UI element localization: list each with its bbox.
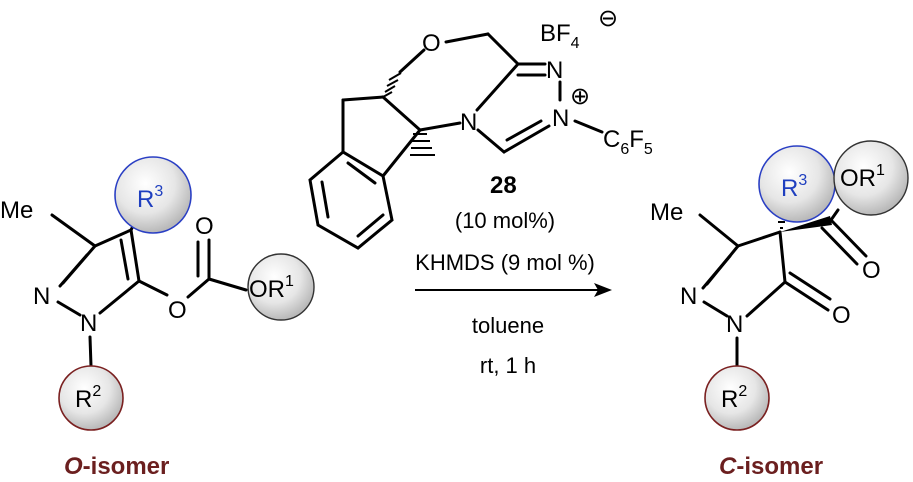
or1-group-sphere [834,141,908,215]
ring-carbonyl-oxygen-label: O [832,302,851,329]
catalyst-number: 28 [490,172,517,199]
methyl-label: Me [0,197,33,224]
positive-charge: ⊕ [570,83,590,110]
r3-label: R3 [781,172,807,202]
temperature-time-condition: rt, 1 h [480,353,536,378]
n1-label: N [726,311,743,338]
r2-group-ring [58,365,124,431]
catalyst-28-structure: O N N N ⊕ C6F5 BF4 ⊖ 28 [308,5,653,250]
ester-carbonyl-oxygen-label: O [862,257,881,284]
r2-group-ring [704,365,770,431]
catalyst-loading: (10 mol%) [455,208,555,233]
or1-group-sphere [248,254,314,320]
ring-oxygen-label: O [422,30,441,57]
hashed-bond-bottom [410,133,435,156]
o-isomer-caption: O-isomer [64,453,169,480]
methyl-label: Me [650,199,683,226]
c6f5-label: C6F5 [603,126,653,158]
r2-label: R2 [721,383,747,413]
base-condition: KHMDS (9 mol %) [415,250,595,275]
triazole-n-plus-label: N [552,105,569,132]
carbonyl-oxygen-label: O [195,213,214,240]
or1-group-ring [833,140,909,216]
o-isomer-structure: Me N N O O R3 R2 [0,156,315,480]
or1-label: OR1 [840,162,885,192]
r3-group-sphere [115,157,191,233]
hashed-bond-top [382,72,402,98]
reaction-arrow-head [594,283,612,297]
r2-group-sphere [59,366,123,430]
or1-group-ring [247,253,315,321]
c-isomer-caption: C-isomer [719,453,823,480]
reaction-conditions: (10 mol%) KHMDS (9 mol %) toluene rt, 1 … [415,208,612,378]
ester-oxygen-label: O [168,297,187,324]
n2-label: N [680,283,697,310]
bridge-n-label: N [460,109,477,136]
or1-label: OR1 [249,273,294,303]
r2-group-sphere [705,366,769,430]
n1-label: N [80,310,97,337]
triazole-n1-label: N [546,57,563,84]
r3-group-ring [114,156,192,234]
wedge-bond-carbonyl [780,216,832,232]
n2-label: N [33,283,50,310]
c-isomer-structure: Me N N O O [650,140,909,480]
negative-charge: ⊖ [598,5,618,32]
r3-label: R3 [137,183,163,213]
r2-label: R2 [75,383,101,413]
r3-group-sphere [759,146,835,222]
solvent-condition: toluene [472,313,544,338]
bf4-counterion: BF4 [540,20,580,52]
